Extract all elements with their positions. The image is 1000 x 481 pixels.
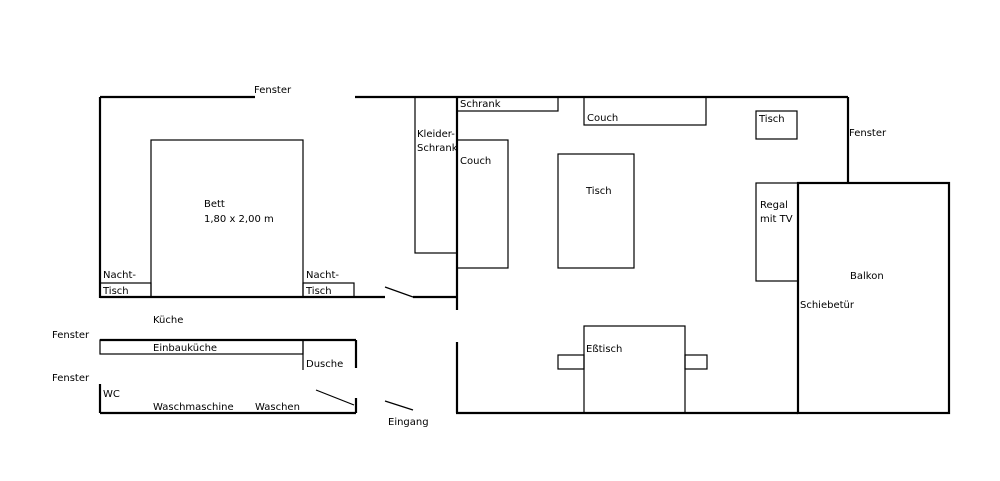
label-kitchen: Küche [153,315,183,326]
label-wardrobe-1: Kleider- [417,129,455,140]
built-in-kitchen [99,339,304,355]
label-cabinet: Schrank [460,99,501,110]
wardrobe [414,96,458,254]
dining-table [583,325,686,414]
label-fenster-right: Fenster [849,128,887,139]
entrance-door [384,400,414,411]
labels: Fenster Fenster Fenster Fenster Bett 1,8… [52,85,887,428]
balcony [796,181,951,415]
furniture [99,96,799,414]
cabinet [456,96,559,112]
label-entrance: Eingang [388,417,429,428]
table-small [755,110,798,140]
label-couch-left: Couch [460,156,491,167]
label-couch-top: Couch [587,113,618,124]
label-balcony: Balkon [850,271,884,282]
label-nightstand-left-2: Tisch [102,286,129,297]
label-fenster-left-upper: Fenster [52,330,90,341]
label-bed-size: 1,80 x 2,00 m [204,214,274,225]
label-sliding-door: Schiebetür [800,300,855,311]
label-washing-machine: Waschmaschine [153,402,234,413]
bed [150,139,304,298]
doors [315,286,414,411]
label-built-in-kitchen: Einbauküche [153,343,217,354]
label-nightstand-right-1: Nacht- [306,270,339,281]
coffee-table [557,153,635,269]
label-nightstand-right-2: Tisch [305,286,332,297]
chair-right [684,354,708,370]
nightstand-left [99,282,152,298]
label-bed: Bett [204,199,225,210]
bath-door [315,389,355,406]
label-coffee-table: Tisch [585,186,612,197]
chair-left [557,354,585,370]
label-fenster-top: Fenster [254,85,292,96]
label-shelf-2: mit TV [760,214,793,225]
label-dining-table: Eßtisch [586,344,622,355]
outer-walls [98,95,850,415]
interior-walls [100,97,459,413]
bedroom-door [384,286,414,298]
label-wardrobe-2: Schrank [417,143,458,154]
label-fenster-left-lower: Fenster [52,373,90,384]
nightstand-right [302,282,355,298]
label-table-small: Tisch [758,114,785,125]
couch-left [456,139,509,269]
label-nightstand-left-1: Nacht- [103,270,136,281]
label-shelf-1: Regal [760,200,788,211]
label-shower: Dusche [306,359,343,370]
label-wc: WC [103,389,120,400]
tv-shelf [755,182,799,282]
couch-top [583,96,707,126]
label-washing: Waschen [255,402,300,413]
